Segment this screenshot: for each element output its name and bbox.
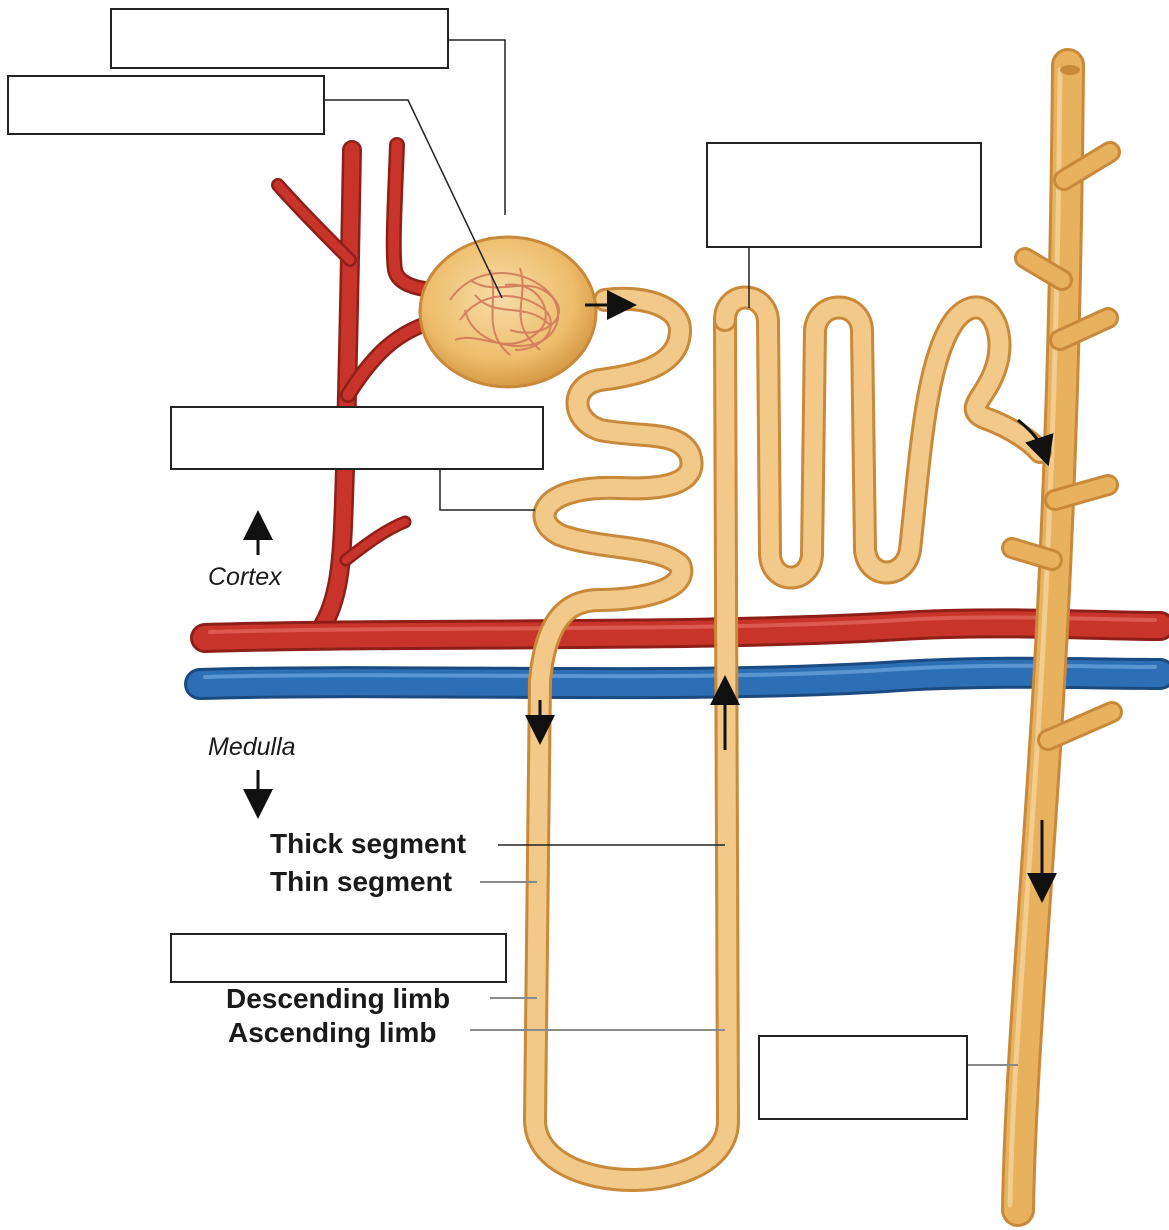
- label-thick-segment: Thick segment: [270, 828, 466, 859]
- renal-corpuscle: [420, 237, 596, 387]
- leader-box-4: [440, 470, 535, 510]
- label-descending-limb: Descending limb: [226, 983, 450, 1014]
- arcuate-vein: [200, 666, 1160, 684]
- answer-box-2[interactable]: [8, 76, 324, 134]
- label-thin-segment: Thin segment: [270, 866, 452, 897]
- answer-boxes: [8, 9, 981, 1119]
- label-cortex: Cortex: [208, 563, 283, 591]
- answer-box-1[interactable]: [111, 9, 448, 68]
- answer-box-3[interactable]: [707, 143, 981, 247]
- label-medulla: Medulla: [208, 733, 296, 761]
- answer-box-4[interactable]: [171, 407, 543, 469]
- leader-box-1: [448, 40, 505, 215]
- answer-box-6[interactable]: [759, 1036, 967, 1119]
- answer-box-5[interactable]: [171, 934, 506, 982]
- label-ascending-limb: Ascending limb: [228, 1017, 436, 1048]
